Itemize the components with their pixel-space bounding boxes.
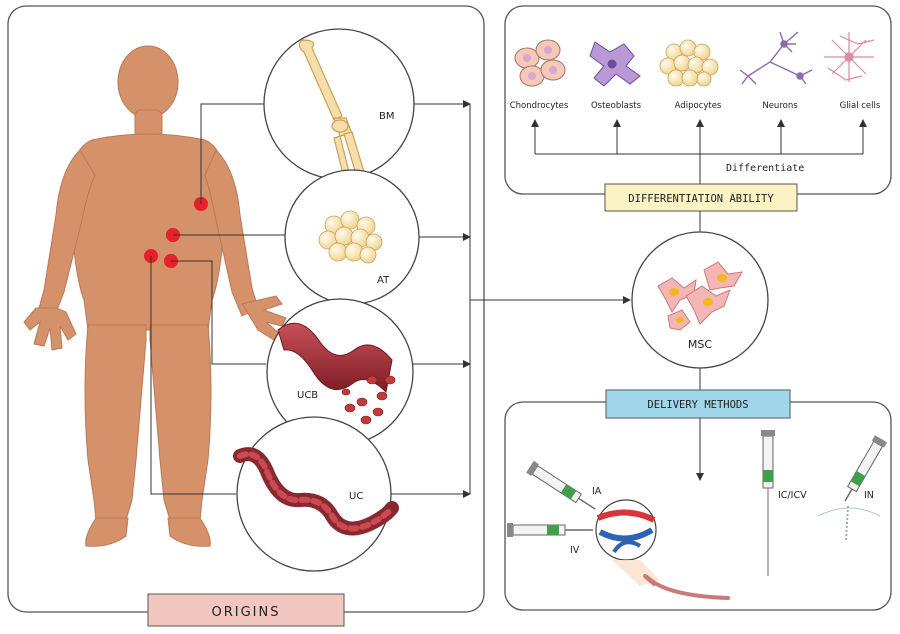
human-body-figure [23,45,287,547]
animal-model-icon [643,574,730,600]
msc-label: MSC [688,338,712,351]
bm-label: BM [379,111,395,122]
differentiation-ability-banner: DIFFERENTIATION ABILITY [604,183,798,212]
umbilical-cord-blood-circle: UCB [266,298,414,446]
route-label-ia: IA [592,486,602,497]
cell-label-glial-cells: Glial cells [840,101,881,111]
cell-type-labels: Chondrocytes Osteoblasts Adipocytes Neur… [510,101,881,111]
vessel-zoom-icon [595,499,657,561]
circle-arrows [391,100,631,498]
syringe-in-icon [844,435,888,502]
bone-icon [298,39,365,179]
neurons-icon [739,31,813,85]
blood-vessel-icon [277,322,396,425]
umbilical-cord-icon [233,447,399,536]
uc-label: UC [349,491,363,502]
syringe-iv-icon [507,523,593,537]
osteoblasts-icon [589,41,641,87]
route-label-ic-icv: IC/ICV [778,490,807,501]
origins-banner: ORIGINS [147,593,345,627]
differentiation-panel [504,5,892,195]
syringe-ic-icv-icon [761,430,775,576]
chondrocytes-icon [514,39,566,87]
origin-connectors [150,103,285,495]
ucb-label: UCB [297,390,318,401]
umbilical-cord-circle: UC [233,416,399,572]
differentiate-label: Differentiate [726,163,804,174]
glial-cells-icon [824,32,875,82]
bone-marrow-circle: BM [263,28,415,180]
delivery-banner-label: DELIVERY METHODS [647,399,748,411]
syringe-ia-icon [526,460,596,510]
adipose-tissue-circle: AT [284,169,420,305]
delivery-methods-banner: DELIVERY METHODS [605,389,791,419]
adipocytes-icon [659,39,719,87]
route-label-in: IN [864,490,874,501]
cell-label-neurons: Neurons [762,101,798,111]
at-label: AT [377,275,390,286]
differentiation-banner-label: DIFFERENTIATION ABILITY [628,193,774,205]
msc-circle: MSC [631,231,769,369]
route-labels: IA IV IC/ICV IN [570,486,874,556]
adipocyte-cluster-icon [318,210,383,264]
origins-label: ORIGINS [212,605,281,620]
cell-label-osteoblasts: Osteoblasts [591,101,642,111]
route-label-iv: IV [570,545,580,556]
delivery-panel [504,401,892,611]
cell-label-adipocytes: Adipocytes [675,101,722,111]
nasal-spray-icon [817,505,881,541]
cell-label-chondrocytes: Chondrocytes [510,101,569,111]
